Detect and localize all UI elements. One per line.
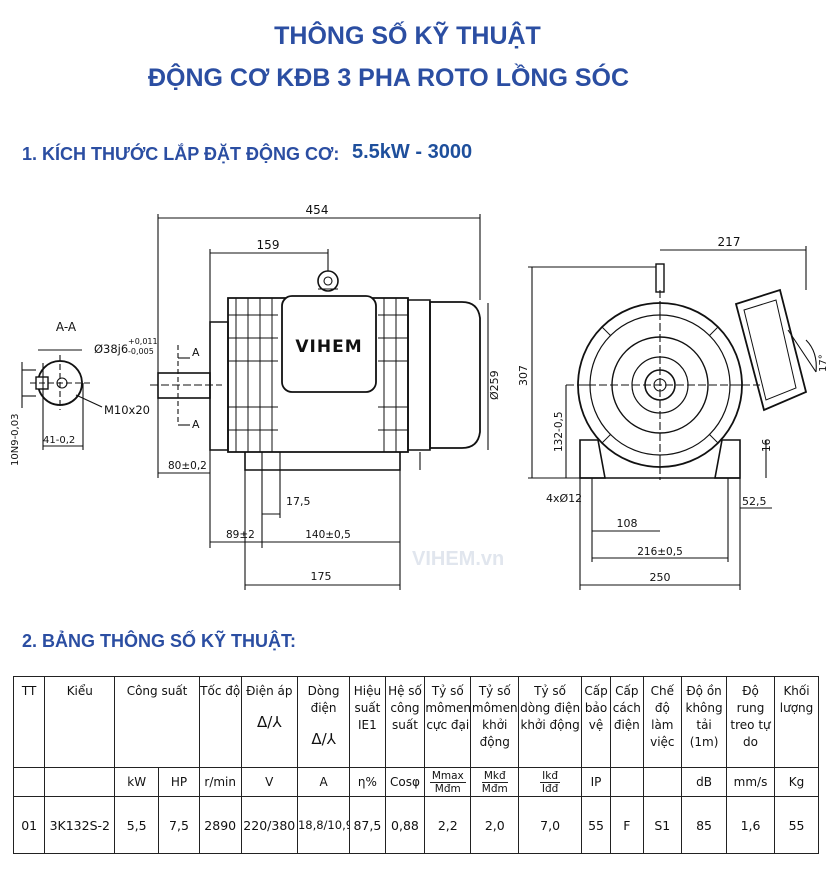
dim-diameter-259: Ø259	[488, 370, 501, 400]
cell-kw: 5,5	[114, 796, 160, 854]
col-mmax: Tỷ số mômen cực đại	[424, 676, 472, 768]
col-khoi-luong: Khối lượng	[774, 676, 819, 768]
col-kieu: Kiểu	[44, 676, 116, 768]
dimension-drawing: 454 159 217 A-A Ø38j6 +0,011 -0,005 M10x…	[10, 203, 829, 590]
col-he-so: Hệ số công suất	[384, 676, 426, 768]
dim-140: 140±0,5	[305, 529, 351, 541]
terminal-box	[281, 295, 377, 393]
page-title: THÔNG SỐ KỸ THUẬT	[274, 22, 541, 50]
col-ikd: Tỷ số dòng điện khởi động	[518, 676, 582, 768]
spec-table: TT Kiểu Công suất Tốc độ Điện áp Δ/⅄ Dòn…	[12, 676, 819, 854]
dim-132: 132-0,5	[553, 411, 565, 452]
col-cap-bao-ve: Cấp bảo vệ	[580, 676, 612, 768]
cell-power-factor: 0,88	[384, 796, 426, 854]
dim-216: 216±0,5	[637, 546, 683, 558]
cell-insulation: F	[610, 796, 644, 854]
shaft-diameter: Ø38j6	[94, 342, 128, 356]
cell-noise: 85	[681, 796, 728, 854]
col-dien-ap-label: Điện áp	[246, 684, 293, 698]
lifting-eye	[317, 270, 339, 292]
col-do-rung: Độ rung treo tự do	[726, 676, 776, 768]
delta-star-symbol: Δ/⅄	[257, 713, 282, 731]
motor-foot	[244, 452, 401, 471]
dim-159: 159	[257, 238, 280, 252]
dim-217: 217	[718, 235, 741, 249]
dim-250: 250	[650, 571, 671, 584]
dim-108: 108	[617, 517, 638, 530]
mounting-holes: 4xØ12	[546, 492, 582, 505]
section-1-heading: 1. KÍCH THƯỚC LẮP ĐẶT ĐỘNG CƠ:	[22, 144, 340, 164]
unit-a: A	[296, 767, 351, 797]
dim-307: 307	[517, 365, 530, 386]
table-row: 01 3K132S-2 5,5 7,5 2890 220/380 18,8/10…	[12, 796, 819, 854]
watermark: VIHEM.vn	[412, 548, 505, 570]
dim-52-5: 52,5	[742, 495, 767, 508]
dim-175: 175	[311, 570, 332, 583]
dim-angle-17: 17°	[818, 354, 829, 372]
dim-17-5: 17,5	[286, 495, 311, 508]
dim-16: 16	[761, 438, 773, 452]
unit-rpm: r/min	[198, 767, 242, 797]
unit-pf: Cosφ	[384, 767, 426, 797]
unit-v: V	[240, 767, 298, 797]
dim-80: 80±0,2	[168, 460, 207, 472]
unit-hp: HP	[158, 767, 200, 797]
col-dong-dien-label: Dòng điện	[307, 684, 340, 715]
key-depth: 41-0,2	[43, 435, 75, 446]
cell-vibration: 1,6	[726, 796, 776, 854]
cell-ikd: 7,0	[518, 796, 582, 854]
shaft-tol-up: +0,011	[128, 337, 158, 346]
delta-star-symbol: Δ/⅄	[311, 730, 336, 748]
col-dien-ap: Điện áp Δ/⅄	[240, 676, 298, 768]
key-width: 10N9-0,03	[10, 414, 21, 466]
table-header-row: TT Kiểu Công suất Tốc độ Điện áp Δ/⅄ Dòn…	[12, 676, 819, 768]
unit-db: dB	[681, 767, 728, 797]
unit-kw: kW	[114, 767, 160, 797]
col-dong-dien: Dòng điện Δ/⅄	[296, 676, 351, 768]
cell-voltage: 220/380	[240, 796, 298, 854]
end-view-terminal-box	[734, 288, 808, 412]
unit-eff: η%	[349, 767, 386, 797]
col-cong-suat: Công suất	[114, 676, 200, 768]
section-mark-a-top: A	[192, 346, 200, 359]
col-do-on: Độ ồn không tải (1m)	[681, 676, 728, 768]
cell-mmax: 2,2	[424, 796, 472, 854]
unit-ip: IP	[580, 767, 612, 797]
col-hieu-suat: Hiệu suất IE1	[349, 676, 386, 768]
cell-ip: 55	[580, 796, 612, 854]
col-che-do: Chế độ làm việc	[642, 676, 683, 768]
section-label: A-A	[56, 320, 77, 334]
brand-logo-text: VIHEM	[295, 337, 362, 357]
cell-hp: 7,5	[158, 796, 200, 854]
unit-mms: mm/s	[726, 767, 776, 797]
unit-kg: Kg	[774, 767, 819, 797]
thread-size: M10x20	[104, 403, 150, 417]
cell-rpm: 2890	[198, 796, 242, 854]
dim-89: 89±2	[226, 529, 255, 541]
cell-kieu: 3K132S-2	[44, 796, 116, 854]
col-cap-cach-dien: Cấp cách điện	[610, 676, 644, 768]
cell-duty: S1	[642, 796, 683, 854]
section-mark-a-bottom: A	[192, 418, 200, 431]
page-subtitle: ĐỘNG CƠ KĐB 3 PHA ROTO LỒNG SÓC	[147, 64, 630, 92]
cell-mkd: 2,0	[470, 796, 520, 854]
col-toc-do: Tốc độ	[198, 676, 242, 768]
shaft-tol-down: -0,005	[128, 347, 154, 356]
cell-efficiency: 87,5	[349, 796, 386, 854]
col-mkd: Tỷ số mômen khởi động	[470, 676, 520, 768]
dim-454: 454	[306, 203, 329, 217]
cell-tt: 01	[12, 796, 46, 854]
cell-weight: 55	[774, 796, 819, 854]
section-2-heading: 2. BẢNG THÔNG SỐ KỸ THUẬT:	[22, 631, 297, 651]
model-rating: 5.5kW - 3000	[352, 141, 473, 163]
cell-current: 18,8/10,9	[296, 796, 351, 854]
col-tt: TT	[12, 676, 46, 768]
